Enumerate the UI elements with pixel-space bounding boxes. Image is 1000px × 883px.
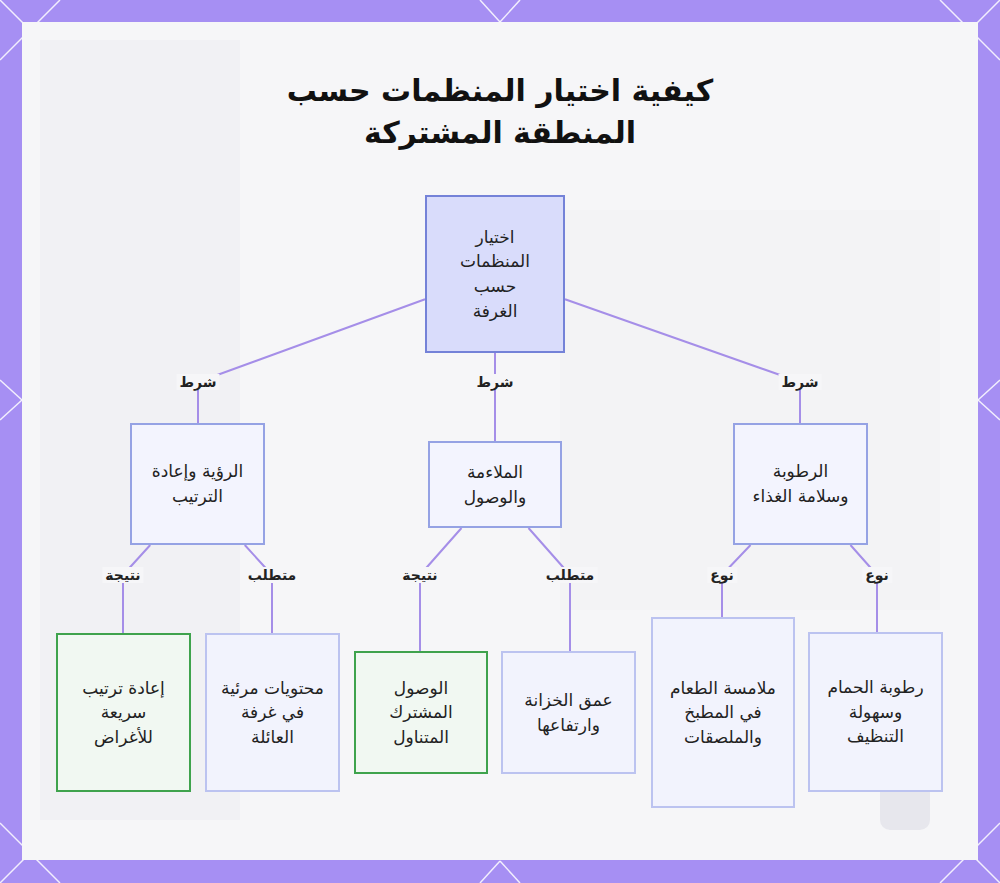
- node-label: إعادة ترتيب سريعة للأغراض: [72, 676, 175, 750]
- connector-line: [123, 545, 150, 633]
- edge-label: شرط: [176, 374, 219, 390]
- connector-line: [529, 528, 571, 651]
- edge-label: شرط: [778, 374, 821, 390]
- node-label: عمق الخزانة وارتفاعها: [517, 688, 620, 737]
- node-label: الرطوبة وسلامة الغذاء: [749, 459, 852, 508]
- node-label: ملامسة الطعام في المطبخ والملصقات: [667, 676, 779, 750]
- edge-label: نوع: [707, 567, 737, 583]
- connector-line: [565, 299, 800, 423]
- edge-label: شرط: [473, 374, 516, 390]
- connector-line: [198, 299, 425, 423]
- criteria-box: الملاءمة والوصول: [428, 441, 562, 528]
- node-label: الوصول المشترك المتناول: [370, 676, 472, 750]
- edge-label: نتيجة: [102, 567, 143, 583]
- detail-box: رطوبة الحمام وسهولة التنظيف: [808, 632, 943, 792]
- diagram-title: كيفية اختيار المنظمات حسب المنطقة المشتر…: [270, 70, 730, 154]
- criteria-box: الرطوبة وسلامة الغذاء: [733, 423, 868, 545]
- node-label: الرؤية وإعادة الترتيب: [146, 459, 249, 508]
- connector-line: [494, 353, 496, 441]
- detail-box: محتويات مرئية في غرفة العائلة: [205, 633, 340, 792]
- result-box: الوصول المشترك المتناول: [354, 651, 488, 774]
- node-label: رطوبة الحمام وسهولة التنظيف: [824, 675, 927, 749]
- connector-line: [420, 528, 462, 651]
- detail-box: عمق الخزانة وارتفاعها: [501, 651, 636, 774]
- connector-line: [245, 545, 272, 633]
- edge-label: نوع: [862, 567, 892, 583]
- criteria-box: الرؤية وإعادة الترتيب: [130, 423, 265, 545]
- detail-box: ملامسة الطعام في المطبخ والملصقات: [651, 617, 795, 808]
- connector-line: [850, 545, 877, 632]
- node-label: الملاءمة والوصول: [444, 460, 546, 509]
- root-box: اختيار المنظمات حسب الغرفة: [425, 195, 565, 353]
- edge-label: متطلب: [543, 567, 598, 583]
- node-label: محتويات مرئية في غرفة العائلة: [221, 676, 324, 750]
- edge-label: متطلب: [245, 567, 300, 583]
- result-box: إعادة ترتيب سريعة للأغراض: [56, 633, 191, 792]
- node-label: اختيار المنظمات حسب الغرفة: [449, 225, 541, 324]
- edge-label: نتيجة: [399, 567, 440, 583]
